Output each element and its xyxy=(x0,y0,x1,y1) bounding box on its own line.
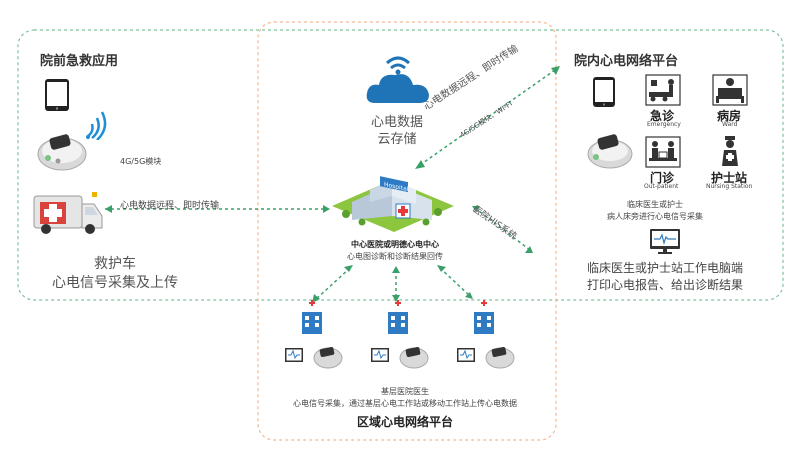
outpatient-icon xyxy=(645,136,681,168)
wireless-signal-icon xyxy=(86,111,107,140)
ambulance-caption: 救护车 心电信号采集及上传 xyxy=(40,255,190,293)
nursing-label: 护士站 xyxy=(711,171,748,185)
ward-icon xyxy=(712,74,748,106)
arrow-down-right xyxy=(439,267,471,297)
bottom-line1: 基层医院医生 xyxy=(381,387,429,396)
right-panel-title: 院内心电网络平台 xyxy=(574,54,679,69)
bottom-title: 区域心电网络平台 xyxy=(356,415,453,429)
ward-label: 病房 xyxy=(717,109,742,123)
ambulance-icon xyxy=(33,192,103,234)
module-label: 4G/5G模块 xyxy=(120,157,162,166)
ecg-device-icon xyxy=(37,134,87,171)
right-tablet-icon xyxy=(593,77,615,107)
bedside-line2: 病人床旁进行心电信号采集 xyxy=(607,212,703,221)
ward-en-label: Ward xyxy=(722,121,738,128)
bedside-line1: 临床医生或护士 xyxy=(627,200,683,209)
right-ecg-device-icon xyxy=(587,134,633,169)
bottom-line2: 心电信号采集，通过基层心电工作站或移动工作站上传心电数据 xyxy=(293,399,517,408)
orange-regional-frame xyxy=(257,21,557,441)
left-link-label: 心电数据远程、即时传输 xyxy=(120,201,220,211)
grassroots-hospital-1 xyxy=(285,300,343,369)
emergency-label: 急诊 xyxy=(650,109,675,123)
nurse-icon xyxy=(722,136,738,166)
workstation-monitor-icon xyxy=(650,229,680,254)
tablet-icon xyxy=(45,79,69,111)
arrow-down-left xyxy=(314,267,351,301)
center-title: 中心医院或明德心电中心 xyxy=(351,240,439,249)
cloud-caption: 心电数据 云存储 xyxy=(352,114,442,148)
cloud-icon xyxy=(366,56,429,103)
workstation-line2: 打印心电报告、给出诊断结果 xyxy=(586,278,743,292)
emergency-icon xyxy=(645,74,681,106)
workstation-caption: 临床医生或护士站工作电脑端 打印心电报告、给出诊断结果 xyxy=(570,260,760,294)
grassroots-hospital-3 xyxy=(457,300,515,369)
grassroots-hospital-2 xyxy=(371,300,429,369)
cloud-caption-line1: 心电数据 xyxy=(370,115,423,130)
grassroots-hospitals xyxy=(285,300,515,369)
ambulance-caption-line2: 心电信号采集及上传 xyxy=(52,275,178,291)
emergency-en-label: Emergency xyxy=(647,121,681,128)
left-panel-title: 院前急救应用 xyxy=(40,54,119,69)
center-subtitle: 心电图诊断和诊断结果回传 xyxy=(347,252,443,261)
outpatient-label: 门诊 xyxy=(650,171,675,185)
outer-green-frame xyxy=(17,29,784,301)
nursing-en-label: Nursing Station xyxy=(706,183,753,190)
cloud-caption-line2: 云存储 xyxy=(377,132,417,147)
outpatient-en-label: Out-patient xyxy=(644,183,679,190)
workstation-line1: 临床医生或护士站工作电脑端 xyxy=(586,261,743,275)
central-hospital-icon: Hospital xyxy=(332,176,454,232)
ambulance-caption-line1: 救护车 xyxy=(94,256,136,272)
